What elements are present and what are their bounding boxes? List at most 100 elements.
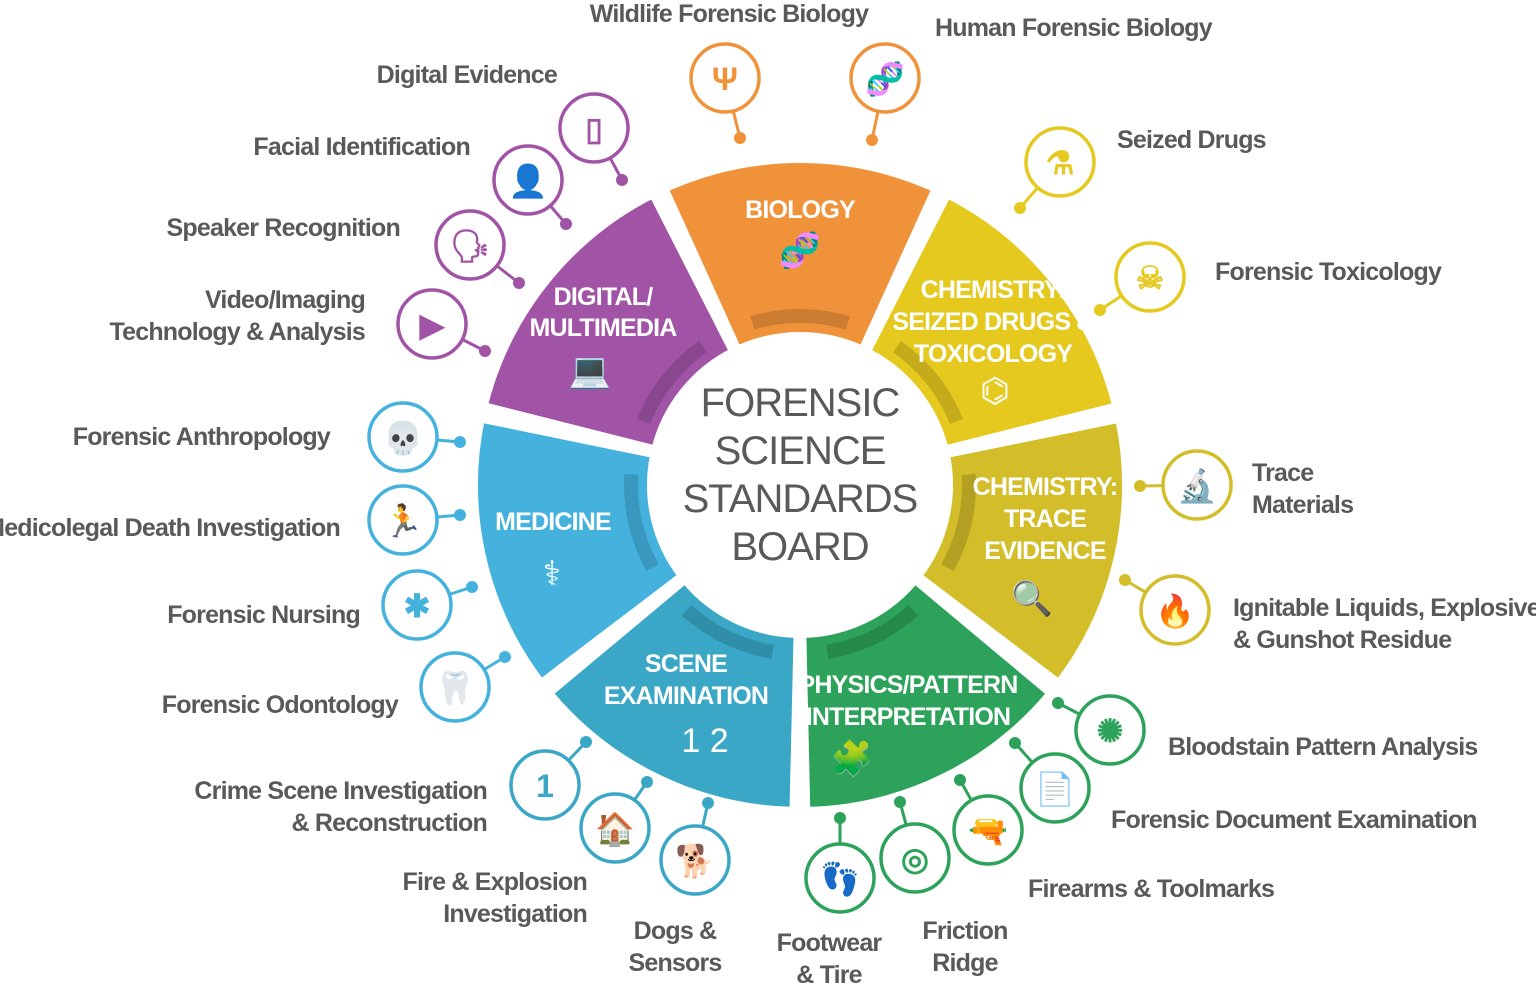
segment-biology: BIOLOGY 🧬 — [661, 157, 939, 353]
skull-icon: 💀 — [383, 420, 423, 456]
subcommittee-label: Digital Evidence — [377, 61, 558, 89]
subcommittee-icon-circle — [381, 569, 453, 641]
subcommittee-label: Ignitable Liquids, Explosives, — [1233, 594, 1536, 622]
subcommittee-label: Investigation — [443, 900, 587, 928]
connector-dot — [641, 776, 653, 788]
connector-dot — [702, 797, 714, 809]
connector-dot — [954, 774, 966, 786]
bloodstain-icon: ✺ — [1097, 713, 1124, 749]
microscope-icon: 🔬 — [1177, 467, 1217, 504]
connector-dot — [1094, 304, 1106, 316]
connector-dot — [1009, 737, 1021, 749]
subcommittee-icon-circle — [492, 144, 564, 216]
subcommittee-icon-circle — [952, 794, 1024, 866]
connector-dot — [513, 277, 525, 289]
connector-dot — [1119, 574, 1131, 586]
flame-icon: 🔥 — [1155, 593, 1195, 629]
subcommittee-label: Fire & Explosion — [403, 868, 587, 896]
segment-label: PHYSICS/PATTERN — [798, 671, 1017, 699]
dog-icon: 🐕 — [675, 843, 715, 879]
segment-accent — [826, 605, 919, 659]
connector-dot — [1052, 697, 1064, 709]
tablet-icon: ▯ — [585, 111, 603, 147]
subcommittee-icon-circle — [396, 288, 468, 360]
segment-accent — [941, 474, 976, 572]
subcommittee: 🔥Ignitable Liquids, Explosives,& Gunshot… — [1119, 574, 1536, 654]
subcommittee-icon-circle — [1114, 241, 1186, 313]
segment-label: SCENE — [645, 650, 727, 678]
speaking-head-icon: 🗣 — [450, 228, 491, 264]
segment-accent — [624, 474, 659, 571]
subcommittee-label: Forensic Nursing — [167, 601, 360, 629]
subcommittee-icon-circle — [1161, 449, 1233, 521]
subcommittee-label: Bloodstain Pattern Analysis — [1168, 733, 1478, 761]
flask-icon: ⚗ — [1046, 145, 1075, 181]
center-circle — [653, 338, 947, 632]
subcommittee-label: Medicolegal Death Investigation — [0, 514, 340, 542]
center-title: SCIENCE — [715, 429, 886, 473]
puzzle-icon: 🧩 — [831, 739, 873, 778]
center-title: FORENSIC — [701, 381, 900, 425]
antlers-icon: Ψ — [712, 61, 738, 97]
subcommittee: 🔫Firearms & Toolmarks — [952, 774, 1275, 903]
subcommittee-label: Friction — [922, 917, 1007, 945]
segment-medicine: MEDICINE ⚕ — [472, 416, 685, 686]
subcommittee-icon-circle — [558, 92, 630, 164]
subcommittee-label: Forensic Toxicology — [1215, 258, 1442, 286]
subcommittee-icon-circle — [367, 484, 439, 556]
subcommittee-icon-circle — [1074, 694, 1146, 766]
subcommittee: ▯ Digital Evidence — [377, 61, 630, 186]
subcommittee-label: Dogs & — [634, 917, 717, 945]
subcommittee-label: Forensic Anthropology — [73, 423, 331, 451]
subcommittee-label: Facial Identification — [253, 133, 470, 161]
segment-label: MEDICINE — [495, 508, 611, 536]
subcommittee-label: Human Forensic Biology — [935, 14, 1213, 42]
laptop-icon: 💻 — [569, 352, 611, 390]
segment-label: TRACE — [1004, 505, 1086, 533]
segment-label: SEIZED DRUGS & — [892, 308, 1094, 336]
segment-label: TOXICOLOGY — [914, 340, 1073, 368]
connector-dot — [616, 174, 628, 186]
segment-wedge — [661, 157, 939, 353]
segment-wedge — [481, 191, 736, 452]
segment-accent — [681, 605, 774, 659]
connector-dot — [454, 436, 466, 448]
head-profile-icon: 👤 — [508, 163, 548, 199]
subcommittee-icon-circle — [689, 42, 761, 114]
segment-label: DIGITAL/ — [554, 283, 654, 311]
segment-label: CHEMISTRY: — [973, 473, 1118, 501]
subcommittee-icon-circle — [367, 401, 439, 473]
subcommittee-icon-circle — [879, 822, 951, 894]
subcommittee-icon-circle — [1024, 126, 1096, 198]
caduceus-icon: ⚕ — [543, 555, 561, 593]
subcommittee: 👤 Facial Identification — [253, 133, 572, 230]
connector-dot — [466, 581, 478, 593]
subcommittee: 👣Footwear& Tire — [777, 812, 883, 986]
subcommittee-label: Sensors — [628, 949, 721, 977]
subcommittee-label: Forensic Document Examination — [1111, 806, 1477, 834]
subcommittee-label: Speaker Recognition — [167, 214, 400, 242]
connector-dot — [866, 134, 878, 146]
segment-digital: DIGITAL/MULTIMEDIA💻 — [481, 191, 736, 452]
dna-icon: 🧬 — [779, 230, 821, 271]
connector-dot — [1134, 480, 1146, 492]
subcommittee: 🦷Forensic Odontology — [162, 651, 511, 723]
subcommittee-icon-circle — [509, 749, 581, 821]
segment-wedge — [915, 416, 1128, 687]
tooth-icon: 🦷 — [435, 670, 475, 706]
connector-dot — [894, 796, 906, 808]
subcommittee-icon-circle — [804, 842, 876, 914]
subcommittee: ✱Forensic Nursing — [167, 569, 478, 641]
segment-wedge — [864, 191, 1119, 452]
segment-chemistry-seized-drugs: CHEMISTRY:SEIZED DRUGS &TOXICOLOGY⌬ — [864, 191, 1119, 452]
subcommittee: ⚗Seized Drugs — [1014, 126, 1267, 214]
subcommittee-label: Footwear — [777, 929, 883, 957]
segment-label: BIOLOGY — [745, 196, 856, 224]
subcommittee-label: Materials — [1252, 491, 1353, 519]
subcommittee: ☠Forensic Toxicology — [1094, 241, 1443, 316]
